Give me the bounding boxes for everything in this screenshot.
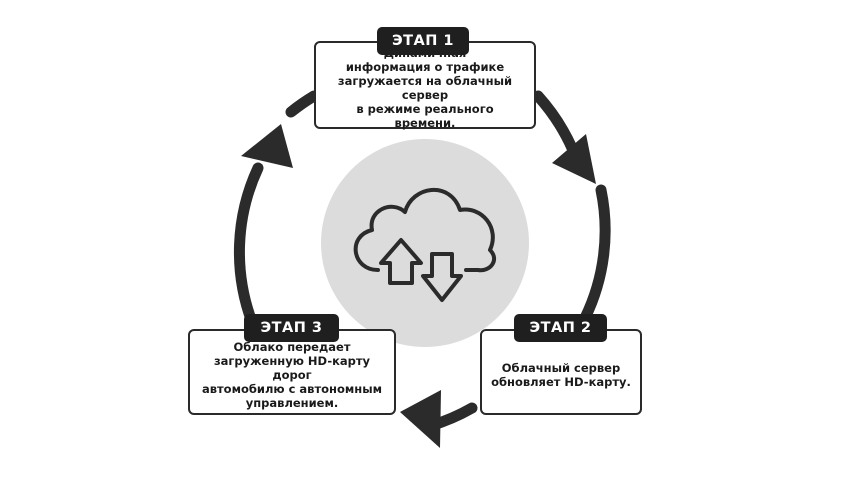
cloud-upload-download-icon bbox=[353, 188, 497, 302]
arrow-step3-to-step1 bbox=[233, 90, 320, 328]
step-2-text: Облачный сервер обновляет HD-карту. bbox=[491, 361, 631, 389]
step-3-box: Облако передает загруженную HD-карту дор… bbox=[188, 329, 396, 415]
step-3-badge: ЭТАП 3 bbox=[244, 314, 339, 342]
center-circle bbox=[321, 139, 529, 347]
step-1-text: Динамичная информация о трафике загружае… bbox=[337, 46, 513, 130]
step-3-text: Облако передает загруженную HD-карту дор… bbox=[201, 340, 382, 410]
step-1-badge: ЭТАП 1 bbox=[377, 27, 469, 55]
arrow-step1-to-step2 bbox=[532, 90, 611, 324]
step-2-badge: ЭТАП 2 bbox=[514, 314, 607, 342]
arrow-step2-to-step3 bbox=[400, 390, 478, 448]
step-2-box: Облачный сервер обновляет HD-карту. bbox=[480, 329, 642, 415]
